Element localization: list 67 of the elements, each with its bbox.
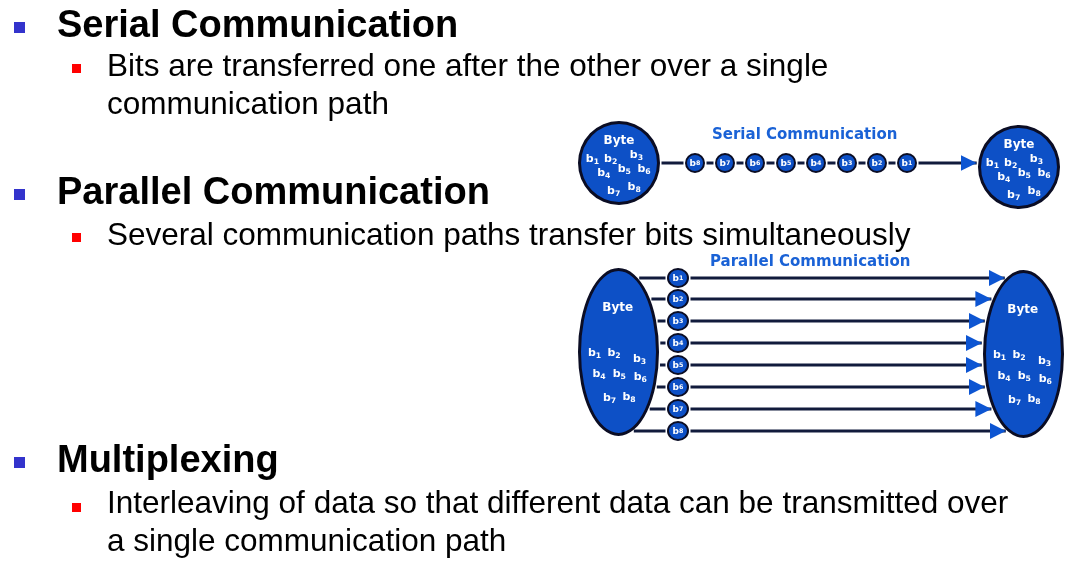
byte-label: Byte: [602, 300, 634, 314]
bit-label: b$_{3}$: [1037, 353, 1052, 367]
bit-label: b$_{2}$: [604, 151, 618, 165]
byte-label: Byte: [1007, 302, 1039, 316]
bit-label: b$_{5}$: [1017, 368, 1031, 382]
bit-label: b$_{4}$: [997, 368, 1011, 382]
bit-label: b$_{7}$: [1007, 187, 1021, 201]
arrow: [690, 357, 982, 373]
connector-line: [649, 407, 666, 411]
connector-line: [661, 161, 684, 165]
connector-line: [766, 161, 775, 165]
bit-label: b$_{2}$: [607, 345, 621, 359]
connector-line: [660, 341, 666, 345]
bit-label: b$_{4}$: [597, 165, 611, 179]
arrow: [690, 401, 992, 417]
arrow: [918, 155, 977, 171]
byte-label: Byte: [1003, 137, 1035, 151]
bullet-heading: Serial Communication: [57, 2, 459, 46]
connector-line: [827, 161, 836, 165]
bit-label: b$_{1}$: [985, 155, 999, 169]
bullet-text: Interleaving of data so that different data can be transmitted over a single communication path: [107, 483, 1010, 559]
bit-label: b$_{1}$: [992, 347, 1007, 361]
bit-label: b$_{6}$: [1038, 371, 1052, 385]
byte-label: Byte: [603, 133, 635, 147]
arrow: [690, 313, 985, 329]
bit-label: b$_{5}$: [612, 366, 626, 380]
bit-label: b$_{3}$: [632, 351, 647, 365]
bit-label: b$_{1}$: [587, 345, 602, 359]
connector-line: [797, 161, 805, 165]
bit-label: b$_{3}$: [629, 147, 644, 161]
arrow: [690, 335, 982, 351]
bullet-heading: Parallel Communication: [57, 169, 490, 213]
bit-label: b$_{6}$: [637, 161, 651, 175]
bit-label: b$_{7}$: [1007, 392, 1022, 406]
arrow: [690, 270, 1005, 286]
connector-line: [888, 161, 896, 165]
bullet-text: Several communication paths transfer bits simultaneously: [107, 217, 912, 251]
bit-label: b$_{7}$: [602, 390, 617, 404]
bit-label: b$_{1}$: [585, 151, 599, 165]
connector-line: [660, 363, 666, 367]
bit-label: b$_{8}$: [1027, 391, 1041, 405]
bit-label: b$_{2}$: [1012, 347, 1026, 361]
connector-line: [633, 429, 666, 433]
bit-label: b$_{6}$: [1037, 165, 1051, 179]
illustration-title: Serial Communication: [712, 125, 898, 143]
bit-label: b$_{7}$: [607, 183, 621, 197]
bit-label: b$_{4}$: [997, 169, 1011, 183]
bullet-text: Bits are transferred one after the other over a single communication path: [107, 46, 830, 122]
connector-line: [736, 161, 744, 165]
connector-line: [706, 161, 714, 165]
arrow: [690, 291, 992, 307]
connector-line: [651, 297, 666, 301]
bit-label: b$_{8}$: [1027, 183, 1041, 197]
connector-line: [858, 161, 866, 165]
bit-label: b$_{5}$: [1017, 165, 1031, 179]
arrow: [690, 379, 985, 395]
bit-label: b$_{5}$: [617, 161, 631, 175]
bit-label: b$_{2}$: [1004, 155, 1018, 169]
connector-line: [657, 319, 666, 323]
bit-label: b$_{3}$: [1029, 151, 1044, 165]
bullet-heading: Multiplexing: [57, 437, 279, 481]
bit-label: b$_{8}$: [627, 179, 641, 193]
bit-label: b$_{8}$: [622, 389, 636, 403]
bit-label: b$_{6}$: [633, 369, 647, 383]
illustration-title: Parallel Communication: [710, 252, 911, 270]
bit-label: b$_{4}$: [592, 366, 606, 380]
connector-line: [639, 276, 666, 280]
